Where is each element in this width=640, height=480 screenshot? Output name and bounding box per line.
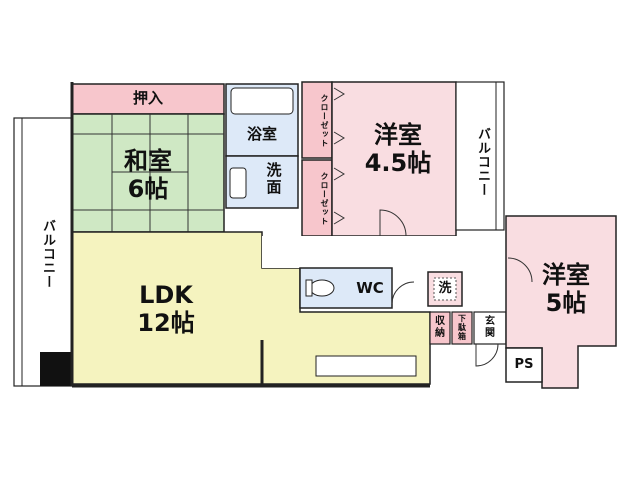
shuno-area bbox=[429, 311, 451, 345]
shuno-label: 収 納 bbox=[435, 316, 445, 339]
balcony-left-label: バルコニー bbox=[40, 219, 55, 289]
washitsu-label: 和室 6帖 bbox=[124, 147, 172, 203]
wc-label: WC bbox=[356, 279, 384, 297]
closet-top bbox=[301, 81, 333, 159]
ps-area bbox=[505, 347, 543, 383]
getabako-area bbox=[451, 311, 473, 345]
closet2-label: クローゼット bbox=[320, 172, 329, 226]
kitchen-counter bbox=[315, 355, 417, 377]
getabako-label: 下 駄 箱 bbox=[458, 314, 466, 342]
youshitsu2-label: 洋室 5帖 bbox=[542, 261, 590, 317]
hallway bbox=[262, 236, 506, 268]
balcony-left-area bbox=[13, 117, 73, 387]
ldk-label: LDK 12帖 bbox=[137, 281, 195, 337]
balcony-right-label: バルコニー bbox=[475, 127, 490, 197]
genkan-label: 玄 関 bbox=[485, 316, 495, 339]
pillar-block bbox=[40, 352, 72, 386]
yokushitsu-label: 浴室 bbox=[246, 125, 277, 143]
tatami-lines bbox=[72, 114, 224, 232]
toilet bbox=[309, 279, 335, 297]
genkan-area bbox=[473, 311, 507, 345]
outer-walls bbox=[70, 82, 430, 388]
youshitsu1-label: 洋室 4.5帖 bbox=[364, 121, 432, 177]
sen-label: 洗 bbox=[438, 281, 452, 296]
bathtub bbox=[230, 87, 294, 115]
oshiire-label: 押入 bbox=[132, 89, 163, 107]
sink bbox=[229, 167, 247, 199]
senmen-label: 洗 面 bbox=[266, 161, 282, 197]
ps-label: PS bbox=[514, 357, 534, 372]
youshitsu1-area bbox=[331, 81, 457, 237]
closet1-label: クローゼット bbox=[320, 94, 329, 148]
